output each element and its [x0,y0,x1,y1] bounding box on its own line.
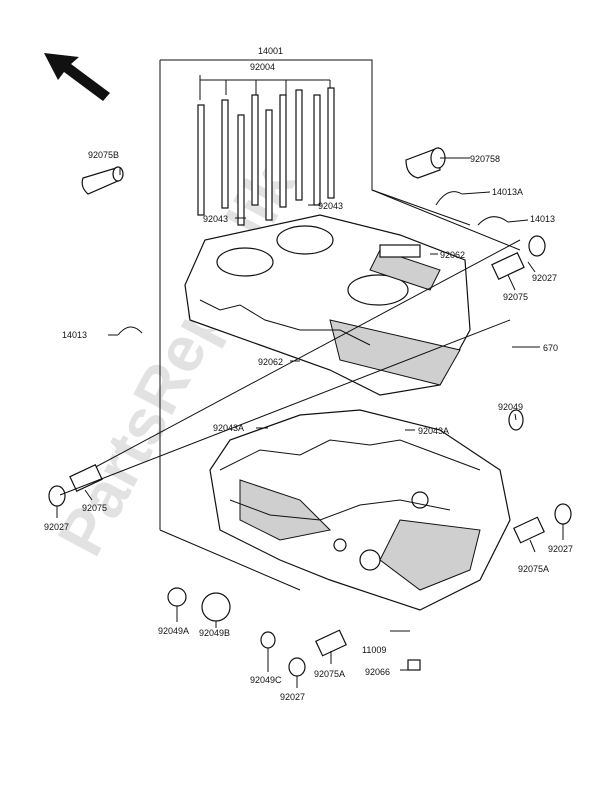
label-14013-left: 14013 [62,330,87,340]
seals-bottom [167,409,524,677]
label-92075B-left: 92075B [88,150,119,160]
label-92049: 92049 [498,402,523,412]
label-92075B-right: 920758 [470,154,500,164]
label-14013-right: 14013 [530,214,555,224]
label-92049C: 92049C [250,675,282,685]
label-92049A: 92049A [158,626,189,636]
label-92062-top: 92062 [440,250,465,260]
front-arrow-icon [44,53,110,101]
label-92062-mid: 92062 [258,357,283,367]
label-92027-upper-right: 92027 [532,273,557,283]
label-92075A-bottom: 92075A [314,669,345,679]
upper-crankcase [184,214,471,396]
label-92075-upper-right: 92075 [503,292,528,302]
label-14001: 14001 [258,46,283,56]
label-92004: 92004 [250,62,275,72]
label-92075-left: 92075 [82,503,107,513]
label-92043A-right: 92043A [418,426,449,436]
shaft-upper [89,235,546,471]
assembly-frame [159,59,521,591]
label-92027-bottom: 92027 [280,692,305,702]
label-14013A: 14013A [492,187,523,197]
label-11009: 11009 [362,645,386,655]
label-92043-right: 92043 [318,201,343,211]
label-92027-left: 92027 [44,522,69,532]
stud-bolts [197,79,335,226]
label-92027-right: 92027 [548,544,573,554]
lower-crankcase [209,409,511,611]
shaft-lower-left [48,319,511,507]
leader-lines [56,157,564,688]
label-92043A-left: 92043A [213,423,244,433]
label-92043-left: 92043 [203,214,228,224]
bearing-92075B-right [405,147,446,179]
shaft-lower-right [513,503,572,544]
label-670: 670 [543,343,558,353]
label-92066: 92066 [365,667,390,677]
label-92075A-right: 92075A [518,564,549,574]
bearing-92075B-left [81,166,124,195]
label-92049B: 92049B [199,628,230,638]
half-rings [117,191,509,336]
